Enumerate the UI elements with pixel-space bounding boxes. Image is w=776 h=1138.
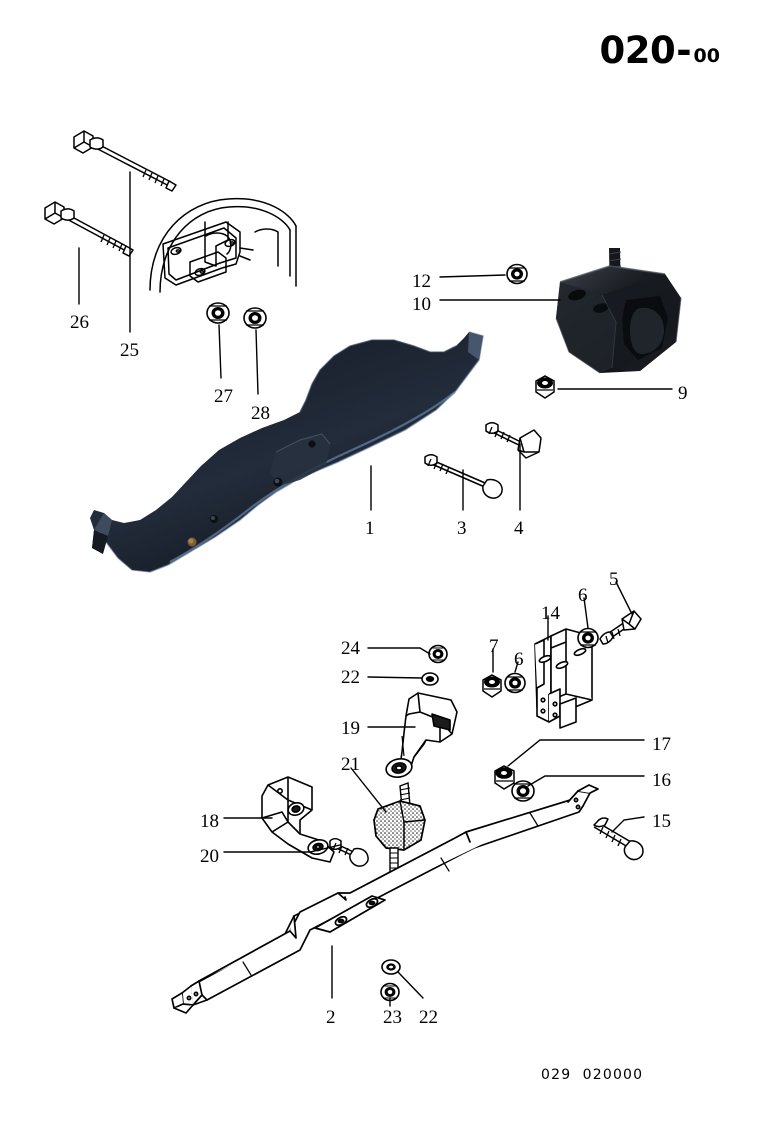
leader-17 — [508, 740, 644, 766]
leader-15 — [612, 817, 644, 832]
callout-6-lower[interactable]: 6 — [514, 649, 524, 670]
part-lock-nut-7 — [483, 675, 501, 697]
callout-5[interactable]: 5 — [609, 569, 619, 590]
leader-5 — [616, 582, 632, 614]
callout-9[interactable]: 9 — [678, 383, 688, 404]
callout-3[interactable]: 3 — [457, 518, 467, 539]
callout-6-upper[interactable]: 6 — [578, 585, 588, 606]
leader-12 — [440, 275, 505, 277]
leader-21 — [351, 768, 386, 812]
part-lock-nut-17 — [495, 766, 514, 789]
part-hex-bolt-26 — [45, 202, 133, 256]
callout-7[interactable]: 7 — [489, 636, 499, 657]
part-mounting-bracket-18 — [262, 777, 334, 862]
part-hex-bolt-5 — [600, 611, 641, 644]
callout-24[interactable]: 24 — [341, 638, 360, 659]
callout-2[interactable]: 2 — [326, 1007, 336, 1028]
leader-lines — [79, 172, 672, 1006]
callout-28[interactable]: 28 — [251, 403, 270, 424]
callout-17[interactable]: 17 — [652, 734, 671, 755]
leader-24 — [368, 648, 430, 654]
callout-4[interactable]: 4 — [514, 518, 524, 539]
header-group-number: 020 — [599, 29, 676, 72]
callout-27[interactable]: 27 — [214, 386, 233, 407]
part-rubber-engine-mount — [556, 248, 681, 373]
part-flange-bolt-4 — [486, 423, 541, 458]
part-hex-bolt-15 — [594, 818, 643, 860]
callout-1[interactable]: 1 — [365, 518, 375, 539]
part-lock-nut-23 — [381, 984, 399, 1001]
leader-20 — [224, 845, 340, 852]
part-washer-22-middle — [422, 673, 438, 685]
leader-6-lower — [515, 662, 518, 672]
leader-22-bottom — [398, 972, 423, 998]
callout-23[interactable]: 23 — [383, 1007, 402, 1028]
callout-19[interactable]: 19 — [341, 718, 360, 739]
part-lock-nut-27 — [207, 303, 229, 323]
part-hex-bolt-20 — [330, 839, 368, 866]
part-engine-mount-bracket-14 — [535, 629, 592, 728]
leader-6-upper — [584, 598, 588, 628]
part-washer-22-bottom — [382, 960, 400, 974]
callout-10[interactable]: 10 — [412, 294, 431, 315]
leader-27 — [219, 325, 221, 378]
part-lock-nut-24 — [429, 646, 447, 663]
part-hex-bolt-25 — [74, 131, 176, 191]
part-washer-6-lower — [505, 674, 525, 693]
part-rear-crossmember-rail — [172, 785, 598, 1013]
callout-22-bottom[interactable]: 22 — [419, 1007, 438, 1028]
page-header-number: 020 - 00 — [599, 32, 720, 69]
footer-drawing-code: 029 020000 — [541, 1067, 644, 1083]
leader-16 — [528, 776, 644, 786]
part-hex-bolt-3 — [425, 455, 502, 498]
callout-16[interactable]: 16 — [652, 770, 671, 791]
part-gearbox-bracket-19 — [384, 693, 457, 780]
callout-14[interactable]: 14 — [541, 603, 560, 624]
callout-15[interactable]: 15 — [652, 811, 671, 832]
part-washer-28 — [244, 308, 266, 328]
part-hex-nut-9 — [536, 376, 554, 398]
leader-28 — [256, 330, 258, 394]
callout-26[interactable]: 26 — [70, 312, 89, 333]
leader-22-middle — [368, 677, 422, 678]
wheel-housing-bracket — [150, 199, 296, 292]
callout-20[interactable]: 20 — [200, 846, 219, 867]
callout-25[interactable]: 25 — [120, 340, 139, 361]
callout-12[interactable]: 12 — [412, 271, 431, 292]
callout-22-middle[interactable]: 22 — [341, 667, 360, 688]
part-lock-nut-12 — [507, 265, 527, 284]
header-sub-number: 00 — [693, 45, 720, 67]
part-front-crossmember — [90, 332, 483, 572]
callout-18[interactable]: 18 — [200, 811, 219, 832]
header-dash: - — [676, 29, 692, 72]
part-washer-6-upper — [578, 629, 598, 648]
callout-21[interactable]: 21 — [341, 754, 360, 775]
